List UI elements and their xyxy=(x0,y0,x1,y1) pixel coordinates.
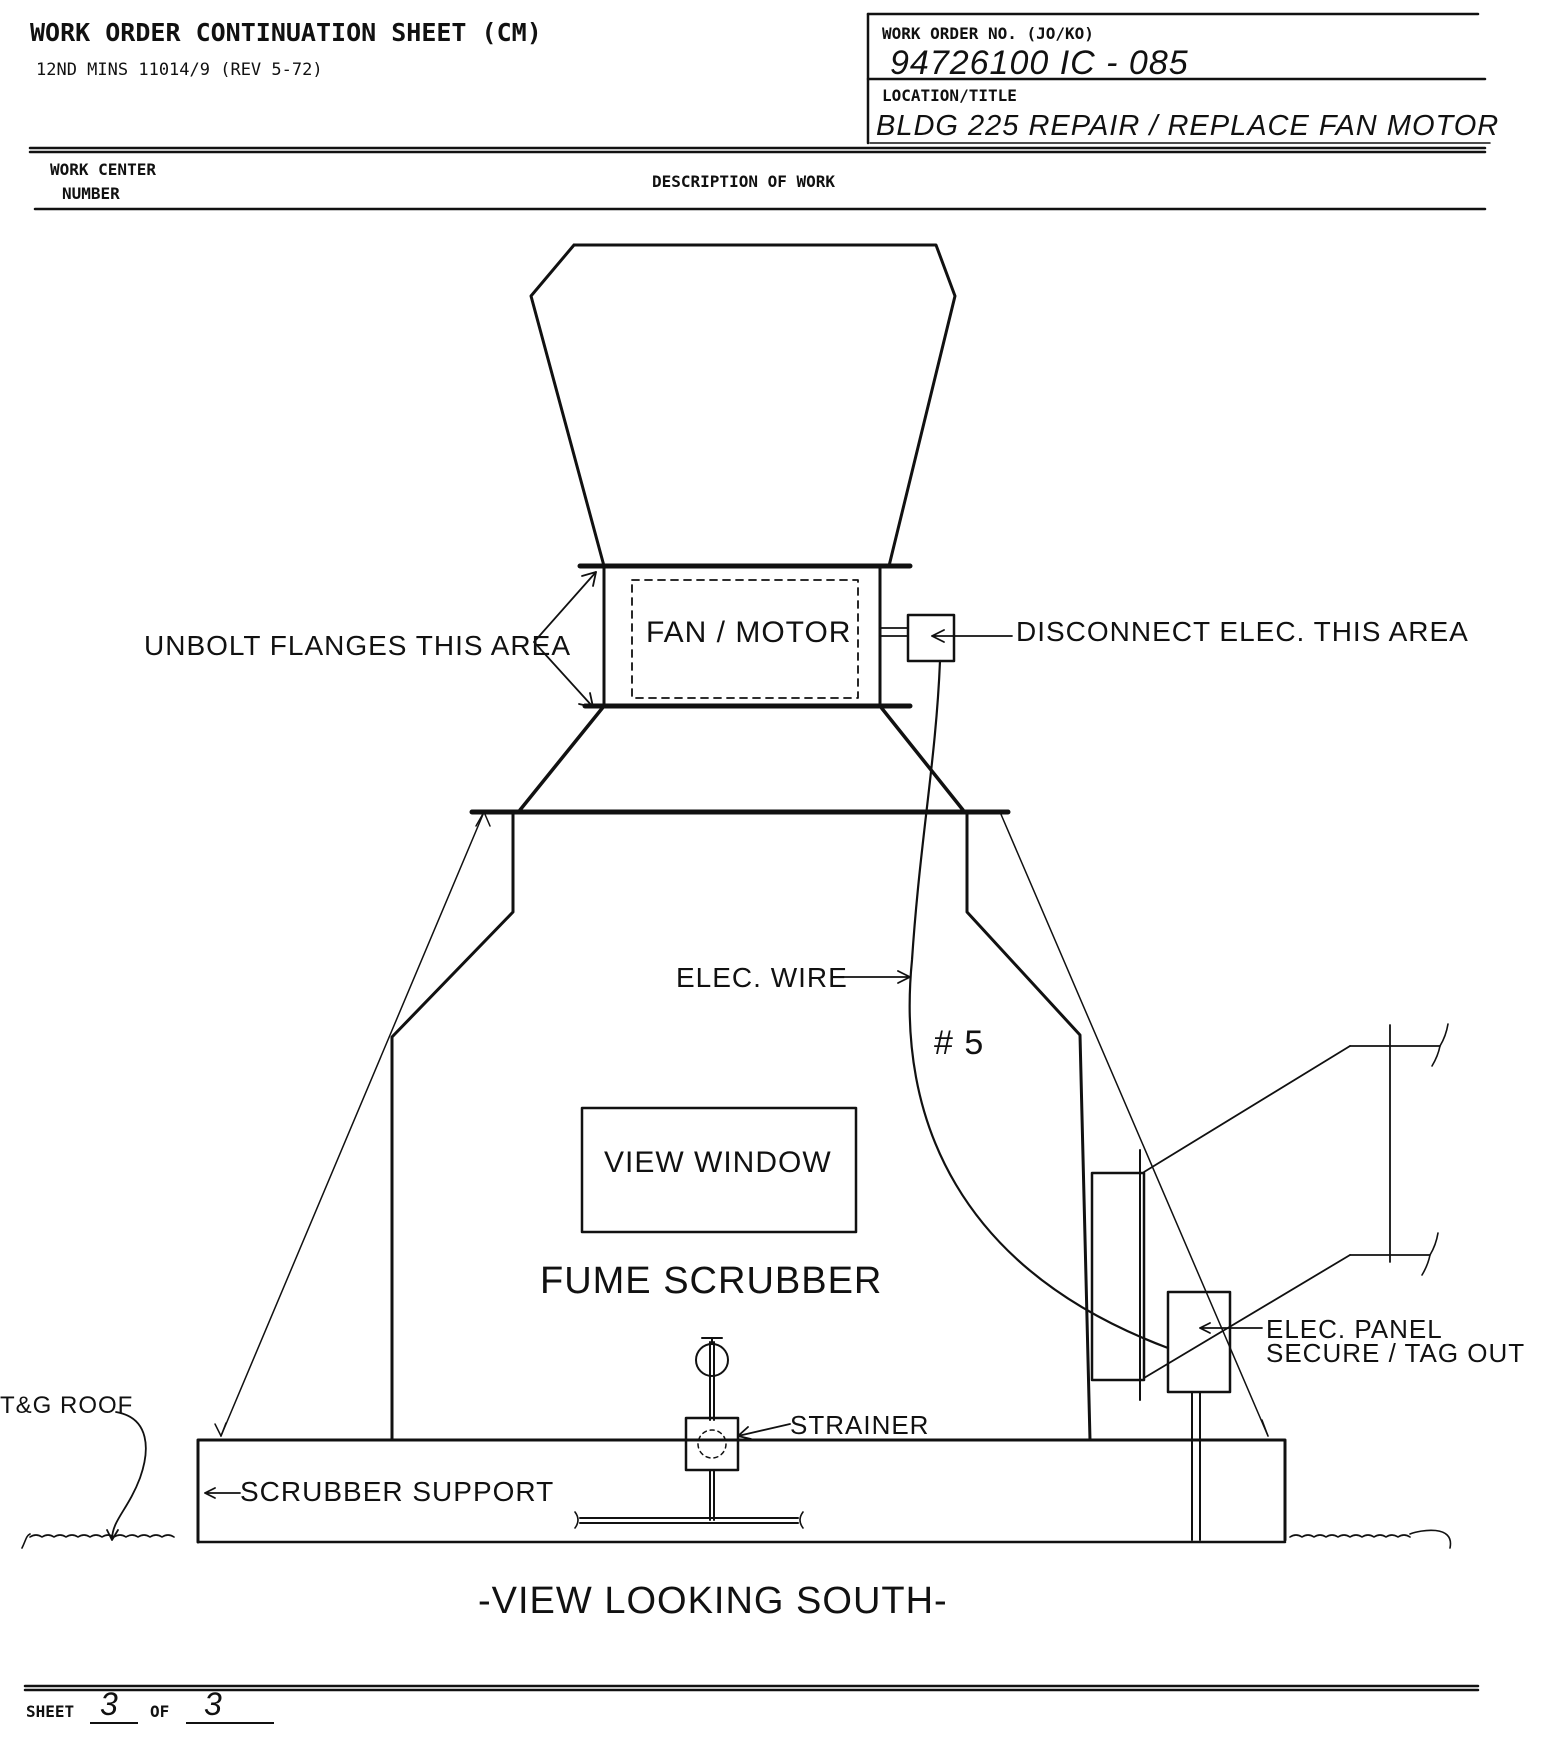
location-value[interactable]: BLDG 225 REPAIR / REPLACE FAN MOTOR xyxy=(876,110,1500,142)
fan-motor-label: FAN / MOTOR xyxy=(646,616,852,649)
work-center-label-2: NUMBER xyxy=(62,184,120,203)
location-label: LOCATION/TITLE xyxy=(882,86,1017,105)
view-caption: -VIEW LOOKING SOUTH- xyxy=(478,1580,948,1622)
scrubber-body xyxy=(390,810,1092,1442)
scrubber-support-label: SCRUBBER SUPPORT xyxy=(240,1476,555,1507)
hood-outline xyxy=(529,243,957,568)
sheet-total[interactable]: 3 xyxy=(204,1686,223,1722)
tag-out-label: SECURE / TAG OUT xyxy=(1266,1338,1526,1368)
strainer-label: STRAINER xyxy=(790,1410,930,1440)
elec-wire xyxy=(908,659,1170,1350)
header-frame xyxy=(23,12,1487,1692)
of-label: OF xyxy=(150,1702,170,1721)
fan-motor-dashed-box xyxy=(631,579,859,699)
elec-panel-label: ELEC. PANEL xyxy=(1266,1314,1443,1344)
sheet-total-line xyxy=(186,1722,274,1724)
elec-panel xyxy=(1166,1290,1232,1394)
sheet-number-line xyxy=(90,1722,138,1724)
work-order-value[interactable]: 94726100 IC - 085 xyxy=(890,44,1189,82)
strainer-box xyxy=(684,1416,740,1472)
work-order-label: WORK ORDER NO. (JO/KO) xyxy=(882,24,1094,43)
disconnect-box xyxy=(906,613,956,663)
unbolt-label: UNBOLT FLANGES THIS AREA xyxy=(144,630,572,661)
scrubber-support xyxy=(196,1438,1287,1544)
elec-wire-label: ELEC. WIRE xyxy=(676,962,848,993)
pressure-gauge xyxy=(695,1343,729,1377)
view-window xyxy=(580,1106,858,1234)
work-center-label: WORK CENTER xyxy=(50,160,156,179)
roof-gravel-right xyxy=(1289,1529,1452,1549)
wall-plate xyxy=(1090,1171,1146,1382)
sheet-label: SHEET xyxy=(26,1702,75,1721)
fume-scrubber-label: FUME SCRUBBER xyxy=(540,1260,883,1302)
form-title: WORK ORDER CONTINUATION SHEET (CM) xyxy=(30,18,542,47)
number-label: # 5 xyxy=(934,1024,985,1062)
sheet-number[interactable]: 3 xyxy=(100,1686,119,1722)
roof-gravel-left xyxy=(21,1533,175,1549)
annotation-arrows xyxy=(106,571,1263,1541)
tg-roof-label: T&G ROOF xyxy=(0,1392,134,1419)
form-id: 12ND MINS 11014/9 (REV 5-72) xyxy=(36,60,323,80)
description-label: DESCRIPTION OF WORK xyxy=(652,172,836,191)
disconnect-label: DISCONNECT ELEC. THIS AREA xyxy=(1016,616,1469,647)
view-window-label: VIEW WINDOW xyxy=(604,1146,832,1179)
